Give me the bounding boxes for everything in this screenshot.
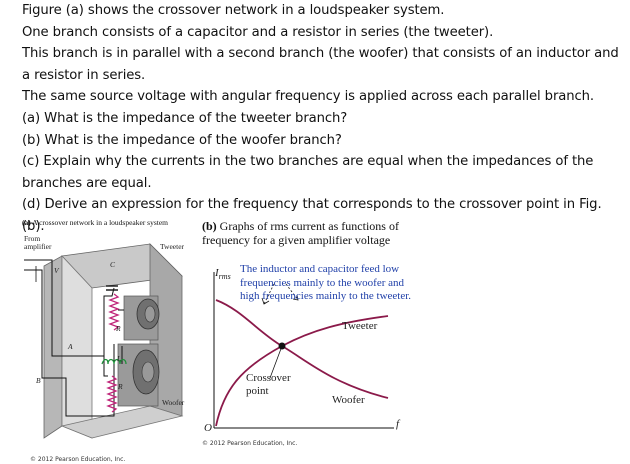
question-line: This branch is in parallel with a second… — [22, 46, 619, 83]
crossover-label-line1: Crossover — [246, 372, 291, 384]
tweeter-curve — [215, 315, 389, 427]
question-line: (a) What is the impedance of the tweeter… — [22, 110, 348, 126]
from-amplifier-label: From amplifier — [24, 234, 52, 251]
label-r-bottom: R — [118, 382, 123, 391]
label-v: V — [54, 266, 59, 275]
annotation-line: high frequencies mainly to the tweeter. — [240, 290, 412, 302]
annotation-arrow-right-head — [292, 294, 299, 301]
question-line: (c) Explain why the currents in the two … — [22, 154, 594, 191]
wires — [24, 259, 124, 417]
label-b: B — [36, 376, 41, 385]
origin-label: O — [204, 422, 212, 434]
figure-b-label: (b) — [202, 219, 217, 233]
figure: (a) A crossover network in a loudspeaker… — [22, 218, 622, 464]
label-a: A — [68, 342, 73, 351]
question-line: One branch consists of a capacitor and a… — [22, 24, 494, 40]
annotation-line: frequencies mainly to the woofer and — [240, 276, 405, 289]
cabinet-side — [43, 255, 63, 439]
question-line: The same source voltage with angular fre… — [22, 89, 595, 105]
annotation-arrow-right — [285, 283, 299, 301]
tweeter-label-b: Tweeter — [342, 320, 378, 332]
tweeter-dome — [144, 305, 156, 323]
question-text: Figure (a) shows the crossover network i… — [22, 0, 626, 238]
annotation-arrow-left-head — [261, 297, 270, 305]
resistor-top — [108, 293, 120, 331]
crossover-label-line2: point — [246, 385, 269, 397]
figure-b-caption: (b) Graphs of rms current as functions o… — [202, 219, 399, 247]
annotation-line: The inductor and capacitor feed low — [240, 263, 400, 275]
question-line: (d) Derive an expression for the frequen… — [22, 197, 602, 234]
label-l: L — [117, 354, 122, 363]
crossover-network-illustration — [24, 243, 184, 439]
capacitor — [106, 285, 118, 291]
y-axis-label: Irms — [215, 267, 231, 281]
label-c: C — [110, 260, 116, 269]
figure-b-caption-line2: frequency for a given amplifier voltage — [202, 233, 391, 247]
woofer-dome — [141, 361, 155, 383]
figure-a-label: (a) — [22, 218, 31, 227]
inductor — [101, 358, 127, 365]
label-r-top: R — [116, 324, 121, 333]
resistor-bottom — [106, 375, 118, 413]
figure-a-caption: (a) A crossover network in a loudspeaker… — [22, 218, 168, 227]
tweeter-label-a: Tweeter — [160, 242, 185, 251]
figure-a-credit: © 2012 Pearson Education, Inc. — [30, 456, 126, 463]
question-line: (b) What is the impedance of the woofer … — [22, 132, 342, 148]
question-line: Figure (a) shows the crossover network i… — [22, 3, 445, 18]
woofer-label-b: Woofer — [332, 394, 365, 406]
rms-current-graph — [213, 272, 394, 429]
figure-b-caption-line1: Graphs of rms current as functions of — [219, 219, 399, 233]
y-axis-subscript: rms — [218, 272, 231, 282]
woofer-label-a: Woofer — [162, 398, 185, 407]
y-axis-symbol: I — [215, 267, 219, 279]
crossover-pointer — [269, 345, 283, 379]
x-axis-label: f — [396, 418, 400, 430]
figure-b-credit: © 2012 Pearson Education, Inc. — [202, 440, 298, 447]
graph-annotation: The inductor and capacitor feed low freq… — [240, 263, 411, 304]
woofer-curve — [215, 299, 389, 399]
crossover-label: Crossover point — [246, 372, 291, 398]
figure-a-caption-text: A crossover network in a loudspeaker sys… — [32, 218, 169, 227]
